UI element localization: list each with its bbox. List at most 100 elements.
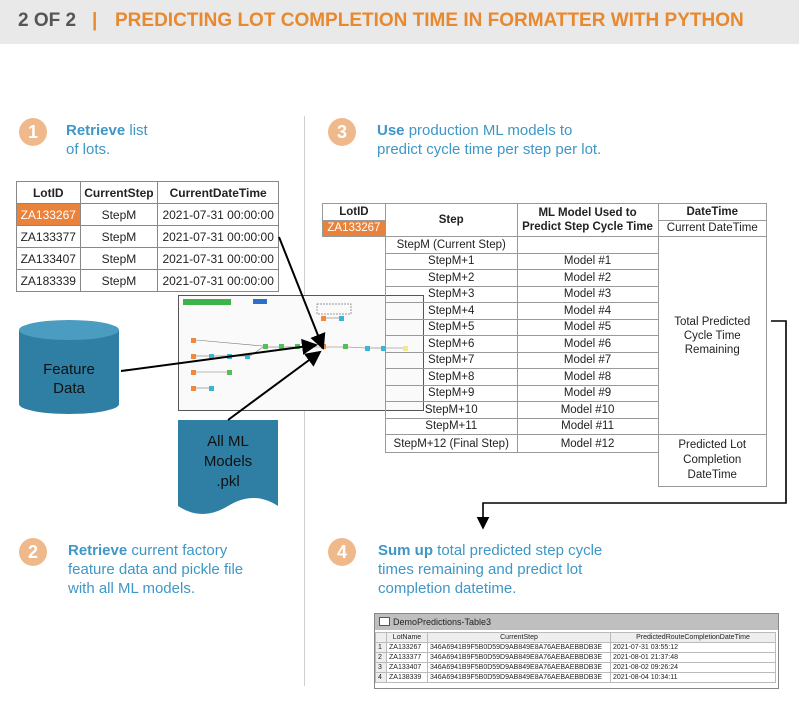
pred-header-step: Step bbox=[384, 203, 518, 237]
step-4-circle: 4 bbox=[328, 538, 356, 566]
arrow-table-to-workflow bbox=[278, 236, 326, 350]
feature-data-line1: Feature bbox=[43, 361, 95, 378]
prediction-table: LotID Step ML Model Used to Predict Step… bbox=[322, 203, 767, 487]
step-4-line3: completion datetime. bbox=[378, 580, 517, 597]
step-2-bold: Retrieve bbox=[68, 542, 128, 559]
workflow-node bbox=[343, 344, 348, 349]
workflow-node bbox=[191, 354, 196, 359]
pred-model-cell: Model #11 bbox=[516, 417, 659, 435]
table-row: 2 ZA133377 346A6941B9F5B0D59D9AB849E8A76… bbox=[375, 652, 776, 663]
result-step: 346A6941B9F5B0D59D9AB849E8A76AEBAEBBDB3E bbox=[427, 642, 611, 653]
workflow-node bbox=[339, 316, 344, 321]
lot-cell: ZA133267 bbox=[16, 203, 81, 226]
result-step: 346A6941B9F5B0D59D9AB849E8A76AEBAEBBDB3E bbox=[427, 672, 611, 683]
pred-step-cell: StepM+3 bbox=[384, 285, 518, 303]
workflow-node bbox=[245, 354, 250, 359]
pred-step-cell: StepM+2 bbox=[384, 269, 518, 287]
row-number: 1 bbox=[375, 642, 387, 653]
step-1-circle: 1 bbox=[19, 118, 47, 146]
workflow-node bbox=[381, 346, 386, 351]
result-lot: ZA133377 bbox=[386, 652, 428, 663]
pred-step-cell: StepM+6 bbox=[384, 335, 518, 353]
step-3-rest: production ML models to bbox=[404, 122, 573, 139]
step-4-line2: times remaining and predict lot bbox=[378, 561, 583, 578]
step-2-line3: with all ML models. bbox=[68, 580, 195, 597]
result-completion: 2021-08-04 10:34:11 bbox=[610, 672, 776, 683]
workflow-edge bbox=[195, 339, 264, 347]
workflow-node bbox=[365, 346, 370, 351]
workflow-node bbox=[191, 338, 196, 343]
pred-model-cell: Model #9 bbox=[516, 384, 659, 402]
step-3-text: Use production ML models to predict cycl… bbox=[377, 121, 601, 159]
pred-model-cell: Model #8 bbox=[516, 368, 659, 386]
header-separator: | bbox=[92, 10, 98, 31]
pred-step-cell: StepM+4 bbox=[384, 302, 518, 320]
pred-model-cell: Model #1 bbox=[516, 252, 659, 270]
pred-completion-1: Predicted Lot bbox=[678, 439, 747, 451]
workflow-node bbox=[227, 370, 232, 375]
pred-model-cell: Model #4 bbox=[516, 302, 659, 320]
database-cylinder-icon bbox=[19, 320, 119, 414]
step-1-rest: list bbox=[125, 122, 148, 139]
step-1-text: Retrieve list of lots. bbox=[66, 121, 148, 159]
pred-step-cell: StepM+9 bbox=[384, 384, 518, 402]
pred-model-cell: Model #10 bbox=[516, 401, 659, 419]
result-window-titlebar: DemoPredictions-Table3 bbox=[375, 614, 778, 630]
document-icon bbox=[178, 420, 278, 514]
cylinder-body bbox=[19, 330, 119, 414]
lots-table: LotID CurrentStep CurrentDateTime ZA1332… bbox=[16, 181, 279, 292]
models-line3: .pkl bbox=[216, 473, 240, 490]
step-4-rest: total predicted step cycle bbox=[433, 542, 603, 559]
step-3-bold: Use bbox=[377, 122, 405, 139]
pred-step-cell: StepM+10 bbox=[384, 401, 518, 419]
lots-header-datetime: CurrentDateTime bbox=[157, 181, 279, 204]
arrow-models-to-workflow bbox=[227, 350, 322, 421]
pred-header-model: ML Model Used to Predict Step Cycle Time bbox=[516, 203, 659, 237]
step-3-circle: 3 bbox=[328, 118, 356, 146]
result-lot: ZA133407 bbox=[386, 662, 428, 673]
workflow-node bbox=[209, 354, 214, 359]
table-icon bbox=[379, 617, 390, 626]
datetime-cell: 2021-07-31 00:00:00 bbox=[157, 225, 279, 248]
pred-step-cell: StepM+8 bbox=[384, 368, 518, 386]
pred-step-cell: StepM+5 bbox=[384, 318, 518, 336]
pred-header-model-1: ML Model Used to bbox=[538, 207, 637, 219]
table-row: ZA133407 StepM 2021-07-31 00:00:00 bbox=[16, 247, 279, 270]
pred-lot-cell: ZA133267 bbox=[322, 219, 386, 237]
header-bar bbox=[0, 0, 799, 44]
pred-total-3: Remaining bbox=[684, 343, 740, 356]
page-title: PREDICTING LOT COMPLETION TIME IN FORMAT… bbox=[115, 10, 744, 31]
workflow-thumbnail bbox=[178, 295, 424, 411]
step-4-bold: Sum up bbox=[378, 542, 433, 559]
pred-current-dt: Current DateTime bbox=[657, 219, 767, 237]
pred-step-cell: StepM+7 bbox=[384, 351, 518, 369]
workflow-node bbox=[321, 316, 326, 321]
step-1-bold: Retrieve bbox=[66, 122, 126, 139]
feature-data-label: Feature Data bbox=[17, 360, 121, 398]
result-table: LotName CurrentStep PredictedRouteComple… bbox=[375, 632, 776, 683]
table-row: 1 ZA133267 346A6941B9F5B0D59D9AB849E8A76… bbox=[375, 642, 776, 653]
pred-completion-3: DateTime bbox=[687, 469, 737, 481]
result-step: 346A6941B9F5B0D59D9AB849E8A76AEBAEBBDB3E bbox=[427, 662, 611, 673]
table-row: 4 ZA138339 346A6941B9F5B0D59D9AB849E8A76… bbox=[375, 672, 776, 683]
workflow-group bbox=[316, 303, 352, 315]
arrow-data-to-workflow bbox=[120, 338, 318, 372]
result-window: DemoPredictions-Table3 LotName CurrentSt… bbox=[374, 613, 779, 689]
part-indicator: 2 OF 2 bbox=[18, 10, 77, 31]
workflow-node bbox=[191, 370, 196, 375]
result-completion: 2021-07-31 03:55:12 bbox=[610, 642, 776, 653]
document-shape bbox=[178, 420, 278, 514]
pred-model-cell: Model #2 bbox=[516, 269, 659, 287]
result-lot: ZA138339 bbox=[386, 672, 428, 683]
pred-model-cell: Model #6 bbox=[516, 335, 659, 353]
pred-header-lotid: LotID bbox=[322, 203, 386, 221]
step-4-text: Sum up total predicted step cycle times … bbox=[378, 541, 602, 598]
cylinder-top bbox=[19, 320, 119, 340]
